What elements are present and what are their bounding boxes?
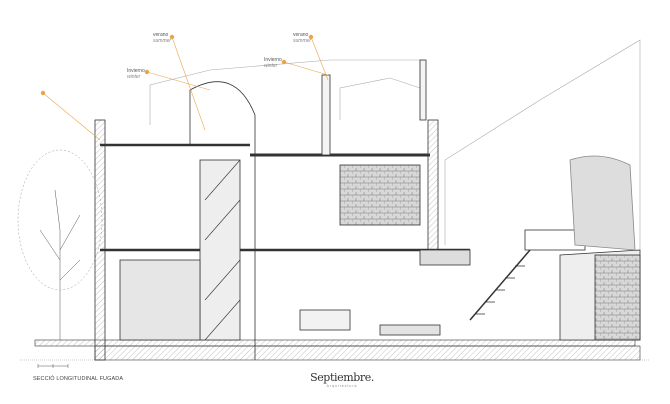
main-building bbox=[94, 81, 471, 361]
drawing-caption: SECCIÓ LONGITUDINAL FUGADA bbox=[33, 376, 124, 382]
sun-label-title: verano bbox=[293, 32, 309, 38]
ground-slab bbox=[20, 339, 650, 361]
scale-bar bbox=[37, 364, 69, 368]
sun-label-subtitle: summer bbox=[293, 38, 312, 44]
sun-icon bbox=[40, 90, 46, 96]
sun-label-summer-1: verano summer bbox=[153, 32, 171, 44]
sun-label-winter-1: Invierno winter bbox=[127, 68, 145, 80]
sun-label-winter-2: Invierno winter bbox=[264, 57, 282, 69]
sun-icon bbox=[169, 34, 175, 40]
sun-label-subtitle: winter bbox=[264, 63, 278, 69]
sun-label-summer-2: verano summer bbox=[293, 32, 311, 44]
sun-label-title: Invierno bbox=[127, 68, 145, 74]
logo-name: Septiembre. bbox=[310, 371, 374, 384]
sun-icon bbox=[144, 69, 150, 75]
sun-icon bbox=[281, 59, 287, 65]
sun-icon bbox=[308, 34, 314, 40]
sun-label-title: Invierno bbox=[264, 57, 282, 63]
logo: Septiembre. Arquitectura bbox=[310, 371, 374, 388]
courtyard-annex bbox=[469, 155, 641, 341]
chimneys bbox=[321, 59, 427, 156]
sun-label-subtitle: winter bbox=[127, 74, 141, 80]
sun-rays bbox=[42, 36, 329, 141]
logo-subtitle: Arquitectura bbox=[326, 384, 358, 388]
sun-label-title: verano bbox=[153, 32, 169, 38]
sun-label-subtitle: summer bbox=[153, 38, 172, 44]
sun-icons bbox=[40, 34, 314, 96]
tree bbox=[17, 149, 103, 340]
